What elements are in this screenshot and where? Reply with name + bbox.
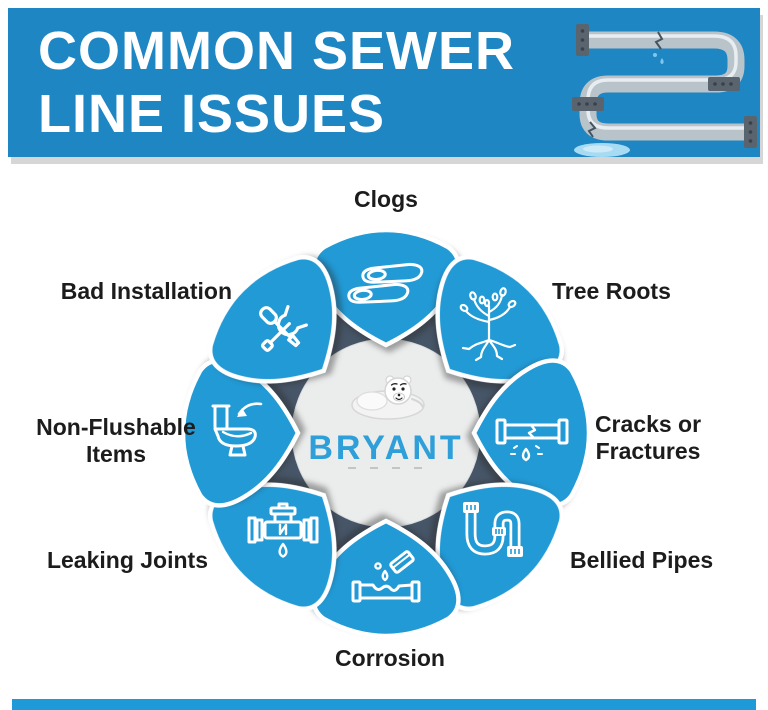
clogs-icon <box>347 262 424 304</box>
label-corrosion: Corrosion <box>335 645 445 671</box>
polar-bear-mascot <box>351 375 425 420</box>
page-title-line2: LINE ISSUES <box>38 84 386 144</box>
footer-accent-bar <box>12 699 756 710</box>
pipe-cracks <box>587 31 664 138</box>
bellied-pipe-icon <box>463 502 523 557</box>
label-tree-roots: Tree Roots <box>552 278 671 304</box>
label-leaking-joints: Leaking Joints <box>46 547 208 573</box>
brand-wordmark: BRYANT <box>308 429 463 467</box>
brand-tagline-dots <box>348 467 422 469</box>
issues-wheel: BRYANT <box>151 201 621 665</box>
bryant-logo: BRYANT <box>308 375 463 469</box>
header-banner: COMMON SEWER LINE ISSUES <box>8 8 760 157</box>
leaking-pipe-illustration <box>572 24 757 157</box>
cracked-pipe-icon <box>495 418 569 462</box>
label-cracks-or-fractures: Cracks or Fractures <box>594 411 702 464</box>
corroded-pipe-icon <box>351 550 421 603</box>
leaking-joint-icon <box>247 502 319 558</box>
crossed-tools-icon <box>259 305 308 352</box>
page-title: COMMON SEWER LINE ISSUES <box>38 20 515 146</box>
flange-bolts <box>577 29 753 143</box>
toilet-arrow-icon <box>211 402 263 457</box>
tree-roots-icon <box>459 287 517 362</box>
label-clogs: Clogs <box>354 186 418 212</box>
page-title-line1: COMMON SEWER <box>38 21 515 81</box>
pipe-highlight <box>586 34 750 130</box>
drips <box>653 53 664 65</box>
label-bad-installation: Bad Installation <box>60 278 232 304</box>
label-bellied-pipes: Bellied Pipes <box>570 547 714 573</box>
label-non-flushable-items: Non-Flushable Items <box>36 414 196 467</box>
